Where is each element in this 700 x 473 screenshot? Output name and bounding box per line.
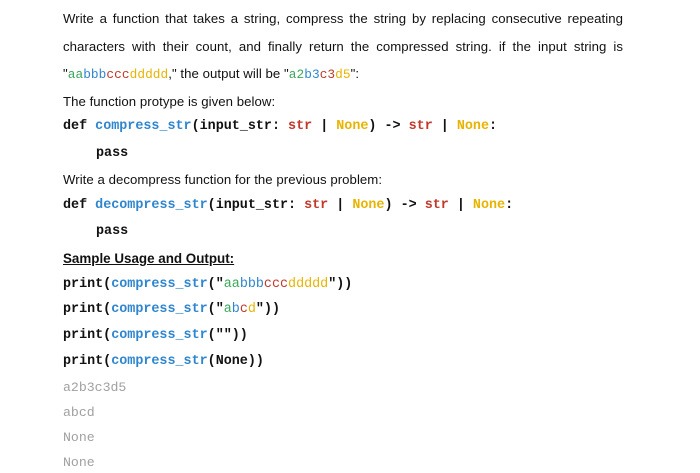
arg-close: ")): [255, 302, 281, 317]
arg-open: (": [207, 277, 224, 292]
function-name: compress_str: [111, 277, 208, 292]
output-line-2: abcd: [63, 405, 95, 420]
arg-open: (: [207, 354, 216, 369]
intro-line-2: characters with their count, and finally…: [63, 39, 623, 54]
prototype-intro: The function protype is given below:: [63, 94, 276, 109]
usage-line-1: print(compress_str("aabbbcccddddd")): [63, 277, 352, 292]
colon: :: [288, 198, 305, 213]
pass-statement-2: pass: [96, 224, 129, 239]
usage-line-3: print(compress_str("")): [63, 328, 248, 343]
colon: :: [271, 119, 289, 134]
type-none: None: [336, 119, 369, 134]
decompress-intro: Write a decompress function for the prev…: [63, 172, 383, 187]
paren-close: ): [384, 198, 393, 213]
type-str: str: [304, 198, 329, 213]
return-type-none: None: [456, 119, 489, 134]
union-bar: |: [312, 119, 337, 134]
intro-line-3: "aabbbcccddddd," the output will be "a2b…: [63, 66, 359, 82]
pass-statement-1: pass: [96, 146, 129, 161]
arg-close: )): [247, 354, 264, 369]
function-name: compress_str: [111, 302, 208, 317]
output-line-1: a2b3c3d5: [63, 380, 127, 395]
arg-value: abcd: [223, 302, 256, 317]
arg-value: None: [215, 354, 248, 369]
quote-open: ": [63, 66, 68, 81]
return-type-str: str: [408, 119, 433, 134]
return-arrow: ->: [376, 119, 409, 134]
compress-signature: def compress_str(input_str: str | None) …: [63, 119, 497, 134]
sample-heading: Sample Usage and Output:: [63, 251, 235, 266]
return-arrow: ->: [392, 198, 425, 213]
print-call: print(: [63, 328, 112, 343]
print-call: print(: [63, 302, 112, 317]
usage-line-4: print(compress_str(None)): [63, 354, 264, 369]
param-name: input_str: [215, 198, 289, 213]
def-keyword: def: [63, 119, 96, 134]
arg-value: aabbbcccddddd: [223, 277, 329, 292]
signature-end: :: [489, 119, 498, 134]
return-type-none: None: [472, 198, 506, 213]
paren-open: (: [207, 198, 216, 213]
type-str: str: [288, 119, 313, 134]
return-union-bar: |: [448, 198, 473, 213]
intro-line-1: Write a function that takes a string, co…: [63, 11, 623, 26]
arg-open: (": [207, 302, 224, 317]
function-name: compress_str: [111, 354, 208, 369]
arg-close: ")): [328, 277, 353, 292]
return-union-bar: |: [432, 119, 457, 134]
output-line-4: None: [63, 455, 95, 470]
return-type-str: str: [424, 198, 449, 213]
function-name: compress_str: [95, 119, 192, 134]
decompress-signature: def decompress_str(input_str: str | None…: [63, 198, 513, 213]
output-line-3: None: [63, 430, 95, 445]
arg-close: ")): [223, 328, 248, 343]
def-keyword: def: [63, 198, 96, 213]
quote-close: ":: [350, 66, 360, 81]
paren-open: (: [191, 119, 200, 134]
function-name: compress_str: [111, 328, 208, 343]
intro-mid-text: ," the output will be ": [168, 66, 289, 81]
function-name: decompress_str: [95, 198, 208, 213]
paren-close: ): [368, 119, 377, 134]
example-input: aabbbcccddddd: [67, 67, 169, 82]
arg-open: (": [207, 328, 224, 343]
print-call: print(: [63, 354, 112, 369]
type-none: None: [352, 198, 385, 213]
example-output: a2b3c3d5: [288, 67, 351, 82]
print-call: print(: [63, 277, 112, 292]
union-bar: |: [328, 198, 353, 213]
usage-line-2: print(compress_str("abcd")): [63, 302, 280, 317]
param-name: input_str: [199, 119, 272, 134]
signature-end: :: [505, 198, 514, 213]
